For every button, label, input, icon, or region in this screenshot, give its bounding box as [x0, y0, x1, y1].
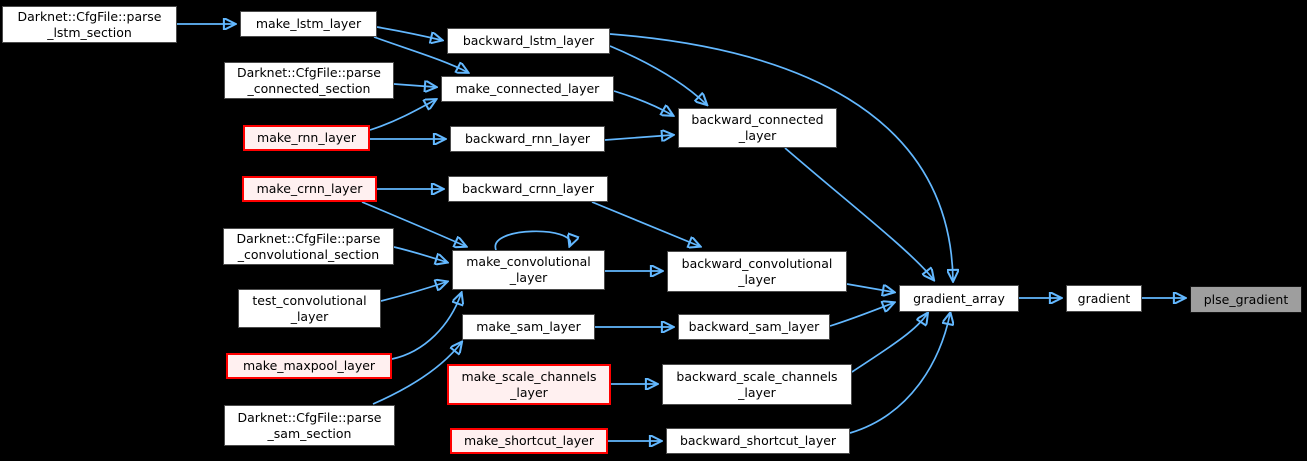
edge-backward-lstm-layer-to-backward-connected-layer	[609, 45, 706, 104]
edge-backward-connected-layer-to-gradient-array	[784, 147, 933, 279]
edge-make-connected-layer-to-backward-connected-layer	[613, 90, 672, 115]
node-backward-connected-layer[interactable]: backward_connected _layer	[678, 108, 837, 148]
edge-make-rnn-layer-to-make-connected-layer	[369, 100, 435, 131]
node-test-convolutional-layer[interactable]: test_convolutional _layer	[238, 289, 381, 328]
edge-backward-scale-channels-layer-to-gradient-array	[851, 314, 927, 373]
edge-make-crnn-layer-to-make-convolutional-layer	[361, 201, 465, 246]
node-parse-sam-section[interactable]: Darknet::CfgFile::parse _sam_section	[224, 405, 395, 446]
node-gradient[interactable]: gradient	[1066, 285, 1142, 312]
node-parse-connected-section[interactable]: Darknet::CfgFile::parse _connected_secti…	[224, 62, 394, 99]
edge-parse-sam-section-to-make-sam-layer	[372, 343, 461, 405]
edge-make-lstm-layer-to-backward-lstm-layer	[376, 26, 441, 40]
edge-parse-connected-section-to-make-connected-layer	[393, 84, 435, 87]
node-backward-sam-layer[interactable]: backward_sam_layer	[678, 314, 830, 340]
edge-backward-crnn-layer-to-backward-convolutional-layer	[591, 201, 699, 246]
edge-backward-lstm-layer-to-gradient-array	[609, 33, 953, 280]
node-parse-lstm-section[interactable]: Darknet::CfgFile::parse _lstm_section	[2, 6, 177, 43]
node-backward-rnn-layer[interactable]: backward_rnn_layer	[450, 126, 605, 152]
node-make-connected-layer[interactable]: make_connected_layer	[441, 76, 614, 102]
node-make-sam-layer[interactable]: make_sam_layer	[462, 314, 595, 340]
edge-backward-sam-layer-to-gradient-array	[829, 303, 893, 327]
edge-test-convolutional-layer-to-make-convolutional-layer	[380, 282, 446, 302]
node-make-maxpool-layer[interactable]: make_maxpool_layer	[226, 353, 392, 379]
node-make-scale-channels-layer[interactable]: make_scale_channels _layer	[447, 364, 611, 405]
node-plse-gradient: plse_gradient	[1190, 286, 1302, 313]
node-parse-convolutional-section[interactable]: Darknet::CfgFile::parse _convolutional_s…	[223, 228, 394, 265]
node-make-lstm-layer[interactable]: make_lstm_layer	[240, 11, 377, 37]
node-backward-scale-channels-layer[interactable]: backward_scale_channels _layer	[662, 364, 852, 405]
node-backward-convolutional-layer[interactable]: backward_convolutional _layer	[667, 251, 847, 292]
node-backward-shortcut-layer[interactable]: backward_shortcut_layer	[666, 428, 850, 454]
edge-backward-rnn-layer-to-backward-connected-layer	[604, 135, 672, 140]
node-make-shortcut-layer[interactable]: make_shortcut_layer	[450, 428, 608, 454]
node-gradient-array[interactable]: gradient_array	[899, 285, 1019, 312]
node-backward-crnn-layer[interactable]: backward_crnn_layer	[448, 176, 608, 202]
node-make-crnn-layer[interactable]: make_crnn_layer	[242, 176, 377, 202]
edge-make-convolutional-layer-to-make-convolutional-layer	[494, 230, 570, 251]
edge-backward-convolutional-layer-to-gradient-array	[846, 283, 893, 292]
node-make-convolutional-layer[interactable]: make_convolutional _layer	[452, 250, 605, 290]
node-make-rnn-layer[interactable]: make_rnn_layer	[243, 125, 370, 151]
edge-backward-shortcut-layer-to-gradient-array	[849, 314, 950, 434]
edge-make-maxpool-layer-to-make-convolutional-layer	[391, 294, 461, 360]
edge-make-lstm-layer-to-make-connected-layer	[373, 36, 467, 72]
edge-parse-convolutional-section-to-make-convolutional-layer	[393, 246, 446, 262]
node-backward-lstm-layer[interactable]: backward_lstm_layer	[447, 28, 610, 54]
